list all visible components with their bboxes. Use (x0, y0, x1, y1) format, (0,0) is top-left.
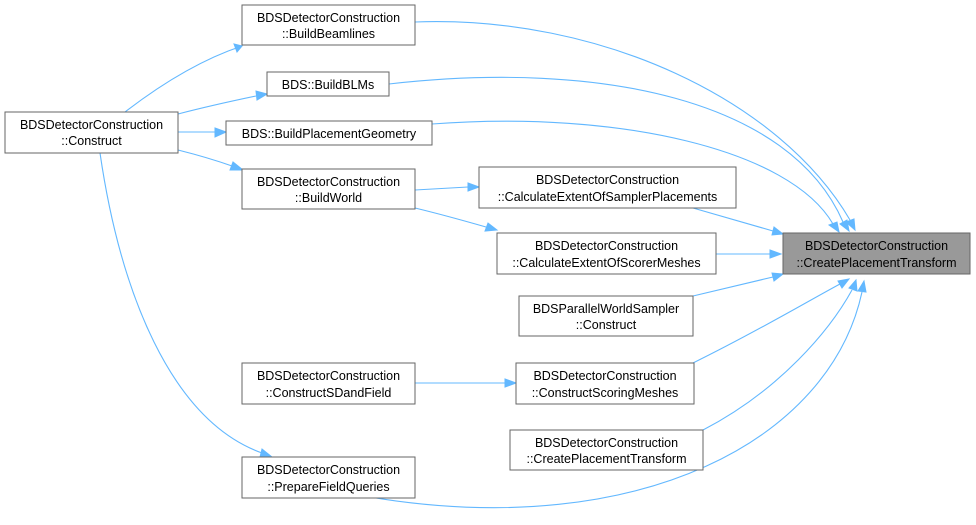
node-label-line2: ::Construct (61, 134, 122, 148)
node-calc-extent-scorer[interactable]: BDSDetectorConstruction ::CalculateExten… (496, 232, 717, 275)
node-label-line1: BDSDetectorConstruction (257, 11, 400, 25)
edge-calc-sampler-to-target (692, 207, 785, 236)
node-build-placement-geometry[interactable]: BDS::BuildPlacementGeometry (225, 120, 433, 146)
edge-construct-to-build-placement-geometry (178, 127, 228, 138)
node-label-line2: ::BuildWorld (295, 191, 362, 205)
edge-construct-to-build-beamlines (124, 43, 243, 113)
node-create-placement-transform-caller[interactable]: BDSDetectorConstruction ::CreatePlacemen… (509, 429, 704, 471)
node-construct[interactable]: BDSDetectorConstruction ::Construct (4, 111, 179, 154)
node-label-line1: BDS::BuildBLMs (282, 78, 374, 92)
node-construct-scoring-meshes[interactable]: BDSDetectorConstruction ::ConstructScori… (515, 362, 695, 405)
node-label-line2: ::BuildBeamlines (282, 27, 375, 41)
node-create-placement-transform-target: BDSDetectorConstruction ::CreatePlacemen… (782, 232, 971, 275)
node-label-line1: BDSDetectorConstruction (257, 175, 400, 189)
node-label-line1: BDSDetectorConstruction (257, 369, 400, 383)
node-label-line2: ::Construct (576, 318, 637, 332)
edge-prepare-field-to-target (375, 279, 867, 509)
node-build-beamlines[interactable]: BDSDetectorConstruction ::BuildBeamlines (241, 4, 416, 46)
node-label-line1: BDS::BuildPlacementGeometry (242, 127, 417, 141)
node-label-line1: BDSDetectorConstruction (257, 463, 400, 477)
edge-construct-to-build-blms (177, 90, 269, 115)
node-label-line1: BDSDetectorConstruction (805, 239, 948, 253)
node-label-line2: ::CreatePlacementTransform (526, 452, 686, 466)
edge-build-placement-geometry-to-target (431, 120, 840, 234)
edge-caller-to-target (702, 278, 858, 431)
edge-construct-sd-to-scoring-meshes (415, 378, 518, 388)
edge-construct-to-build-world (177, 149, 245, 171)
node-label-line1: BDSDetectorConstruction (536, 173, 679, 187)
node-build-world[interactable]: BDSDetectorConstruction ::BuildWorld (241, 168, 416, 210)
node-calc-extent-sampler[interactable]: BDSDetectorConstruction ::CalculateExten… (478, 166, 737, 209)
node-label-line2: ::CreatePlacementTransform (796, 256, 956, 270)
edge-build-world-to-calc-scorer (414, 207, 499, 232)
node-label-line1: BDSDetectorConstruction (533, 369, 676, 383)
edge-build-beamlines-to-target (414, 21, 856, 232)
node-label-line1: BDSDetectorConstruction (20, 118, 163, 132)
node-construct-sd-field[interactable]: BDSDetectorConstruction ::ConstructSDand… (241, 362, 416, 405)
edge-scoring-meshes-to-target (692, 278, 851, 364)
node-label-line2: ::ConstructSDandField (266, 386, 392, 400)
edge-build-blms-to-target (388, 76, 850, 233)
edge-parallel-sampler-to-target (692, 272, 785, 297)
node-prepare-field-queries[interactable]: BDSDetectorConstruction ::PrepareFieldQu… (241, 456, 416, 499)
edge-build-world-to-calc-sampler (414, 182, 481, 192)
node-label-line2: ::CalculateExtentOfSamplerPlacements (498, 190, 718, 204)
node-label-line2: ::CalculateExtentOfScorerMeshes (512, 256, 700, 270)
node-build-blms[interactable]: BDS::BuildBLMs (266, 71, 390, 97)
node-label-line1: BDSParallelWorldSampler (533, 302, 679, 316)
node-label-line1: BDSDetectorConstruction (535, 239, 678, 253)
node-label-line2: ::ConstructScoringMeshes (532, 386, 679, 400)
node-label-line2: ::PrepareFieldQueries (267, 480, 389, 494)
node-label-line1: BDSDetectorConstruction (535, 436, 678, 450)
edge-calc-scorer-to-target (716, 249, 783, 259)
node-parallel-world-sampler[interactable]: BDSParallelWorldSampler ::Construct (518, 295, 694, 337)
